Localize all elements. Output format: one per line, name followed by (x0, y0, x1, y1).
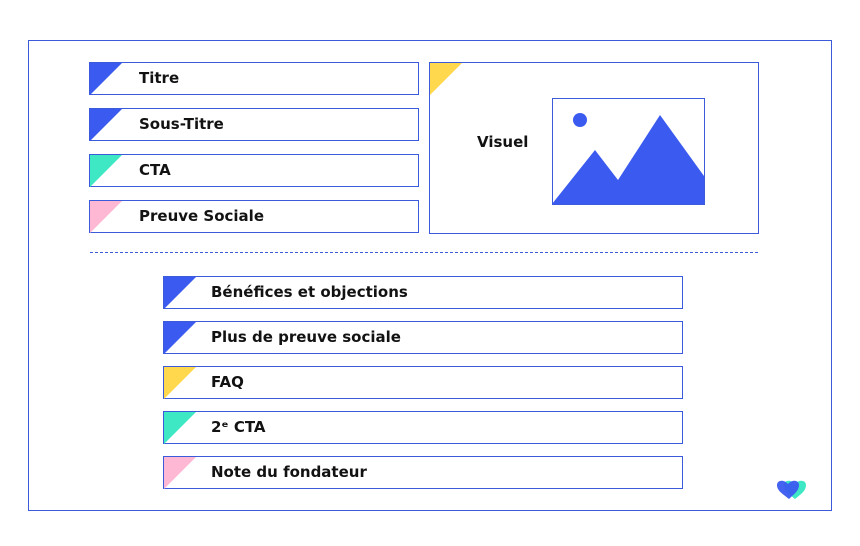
hero-block-label: Titre (139, 69, 180, 87)
marker-triangle (164, 367, 196, 399)
marker-triangle (90, 201, 122, 233)
hero-block-label: Preuve Sociale (139, 207, 264, 225)
marker-triangle (430, 63, 462, 95)
section-block-label: 2ᵉ CTA (211, 418, 266, 436)
hero-block-title: Titre (89, 62, 419, 95)
wireframe-frame (28, 40, 832, 511)
hero-block-cta: CTA (89, 154, 419, 187)
hero-block-social-proof: Preuve Sociale (89, 200, 419, 233)
section-block-label: Bénéfices et objections (211, 283, 408, 301)
marker-triangle (90, 63, 122, 95)
section-block-faq: FAQ (163, 366, 683, 399)
section-block-label: FAQ (211, 373, 244, 391)
hero-visual-block: Visuel (429, 62, 759, 234)
section-divider (90, 252, 758, 253)
section-block-second-cta: 2ᵉ CTA (163, 411, 683, 444)
visual-label: Visuel (477, 133, 529, 151)
marker-triangle (90, 109, 122, 141)
section-block-label: Note du fondateur (211, 463, 367, 481)
section-block-more-social-proof: Plus de preuve sociale (163, 321, 683, 354)
marker-triangle (164, 277, 196, 309)
hero-block-label: CTA (139, 161, 171, 179)
heart-logo-icon (777, 480, 806, 499)
hero-block-label: Sous-Titre (139, 115, 224, 133)
marker-triangle (164, 457, 196, 489)
section-block-benefits: Bénéfices et objections (163, 276, 683, 309)
marker-triangle (164, 412, 196, 444)
section-block-founder-note: Note du fondateur (163, 456, 683, 489)
image-placeholder-icon (552, 98, 705, 205)
marker-triangle (164, 322, 196, 354)
section-block-label: Plus de preuve sociale (211, 328, 401, 346)
marker-triangle (90, 155, 122, 187)
hero-block-subtitle: Sous-Titre (89, 108, 419, 141)
